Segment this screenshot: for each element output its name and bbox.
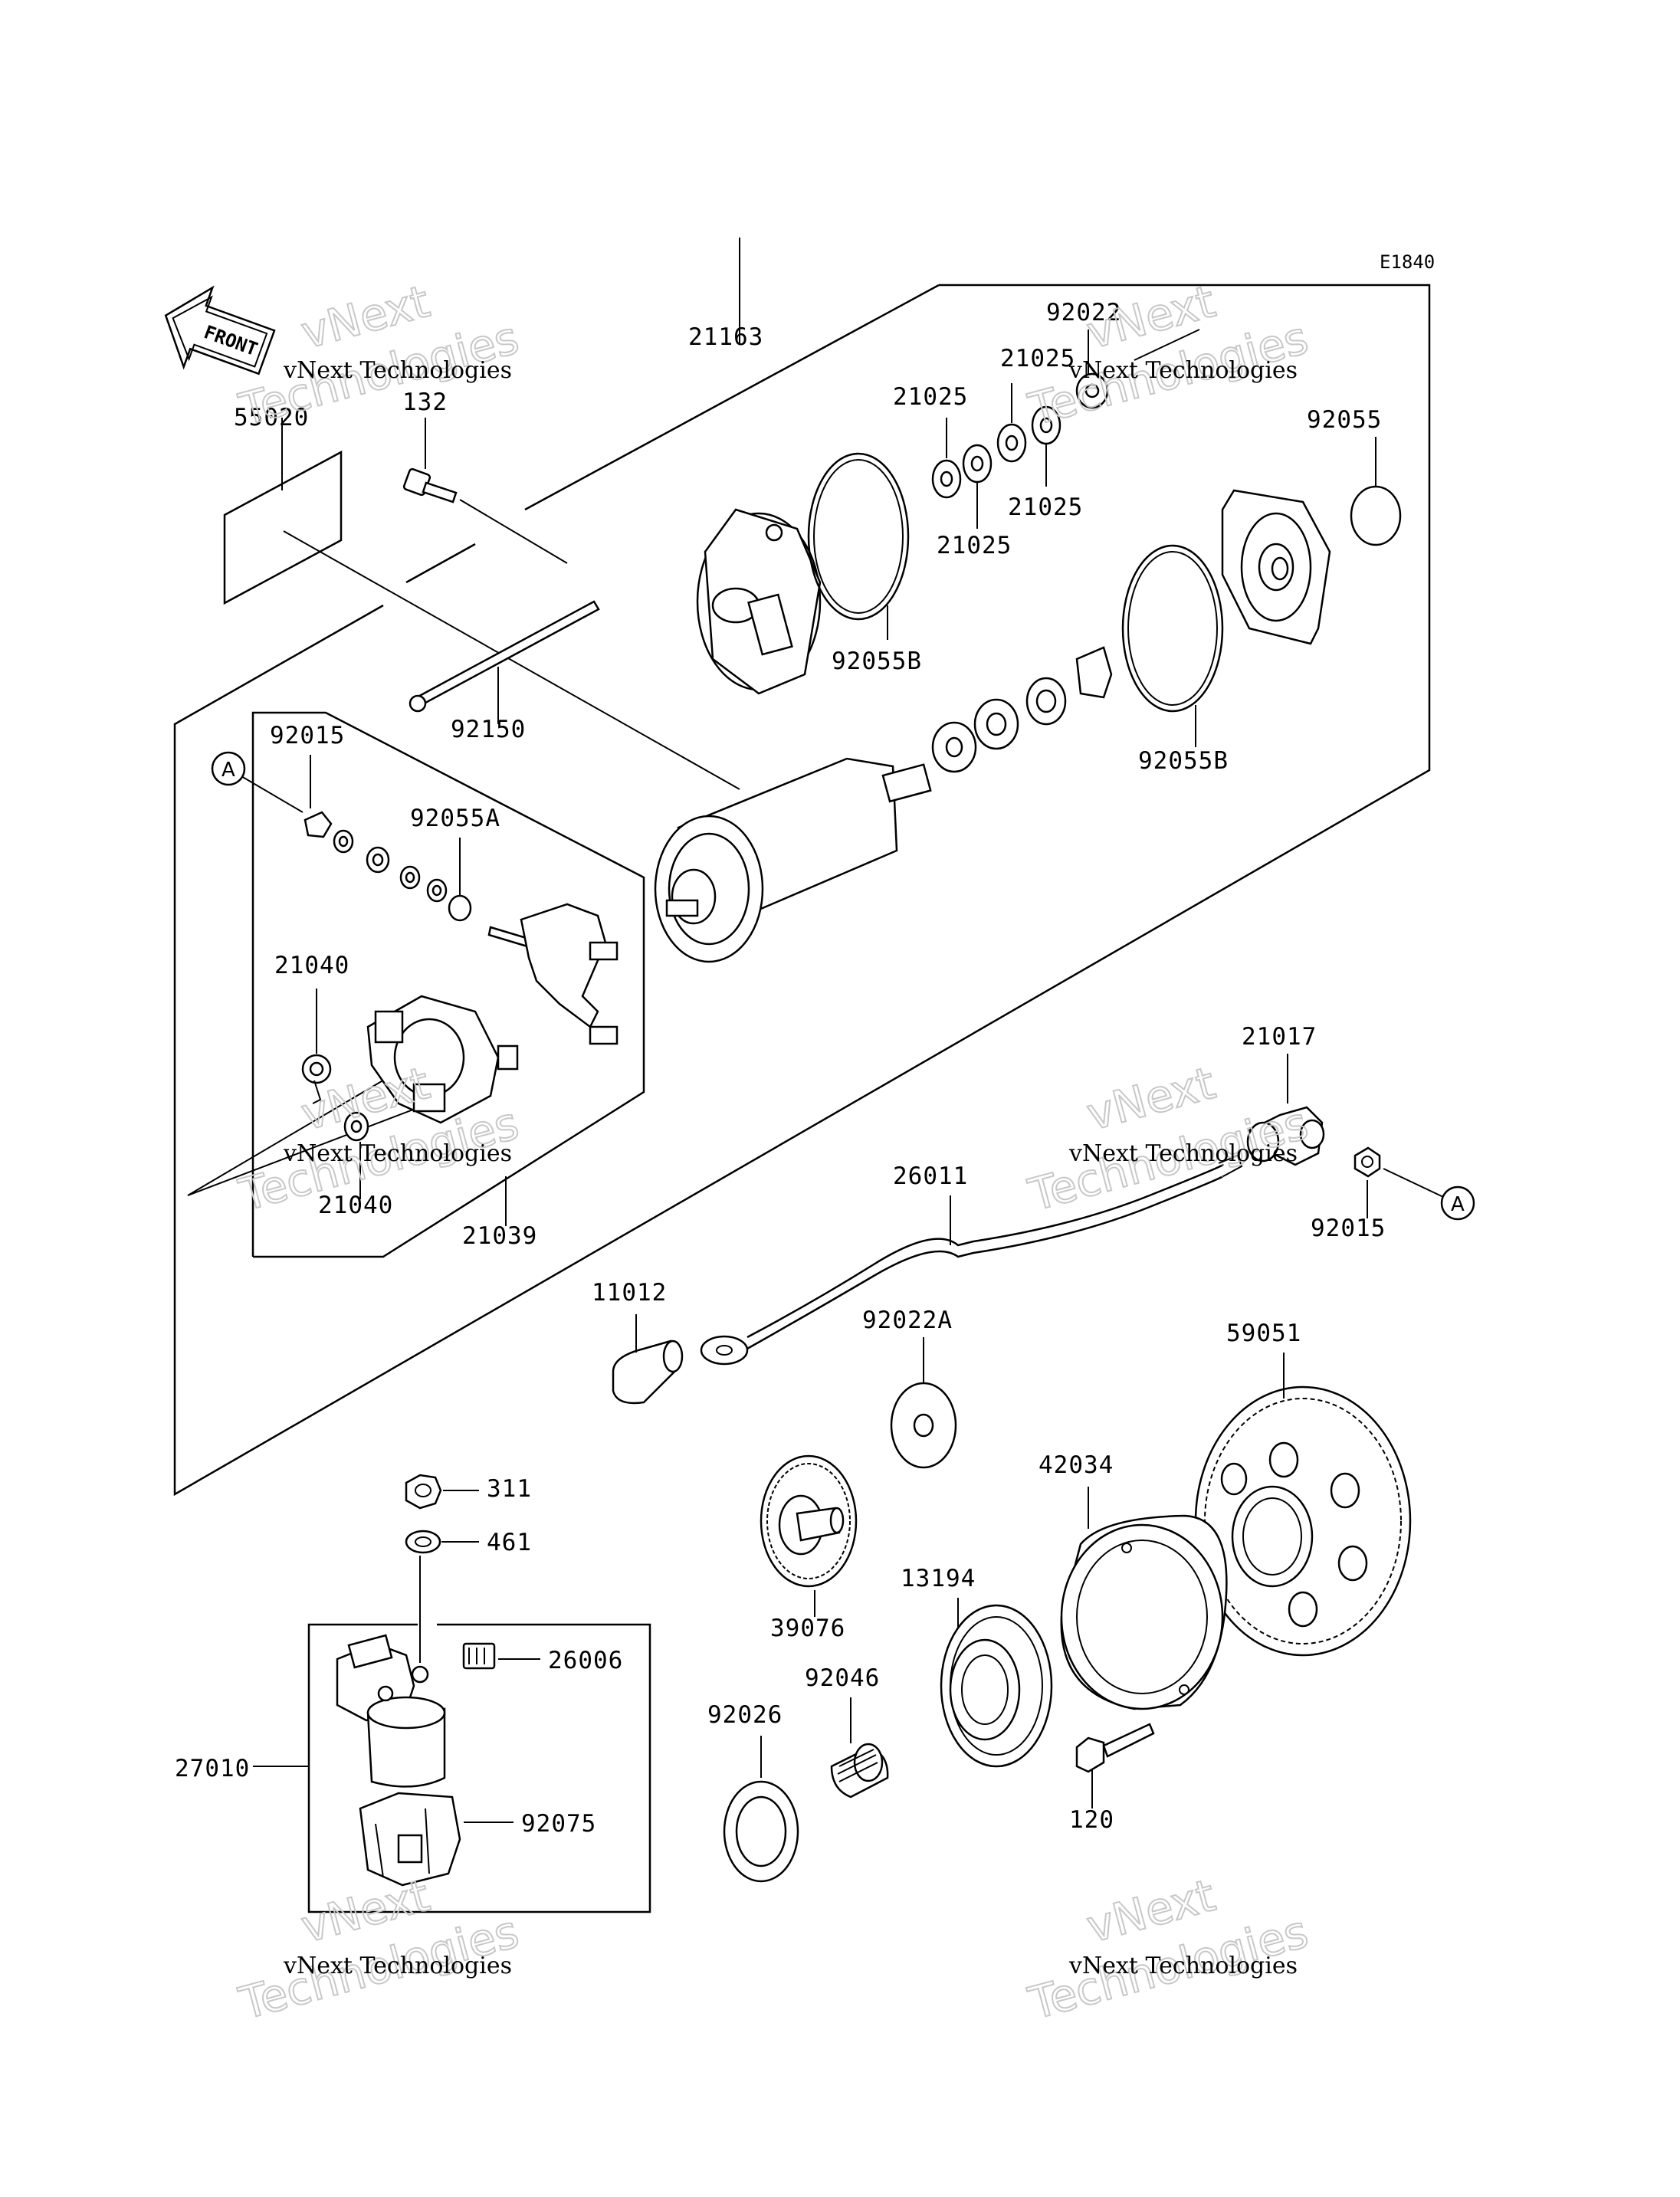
svg-text:vNext Technologies: vNext Technologies	[283, 1953, 512, 1979]
part-21025-bottom: 21025	[937, 532, 1012, 559]
bearing-92046-icon	[832, 1744, 888, 1797]
bolt-132-icon	[403, 468, 567, 563]
part-311: 311	[487, 1475, 532, 1503]
gear-59051-icon	[1196, 1387, 1410, 1655]
callout-line-a1	[241, 776, 303, 812]
part-21025-top: 21025	[1000, 345, 1075, 372]
part-92075: 92075	[521, 1810, 596, 1838]
gear-39076-icon	[761, 1456, 856, 1586]
front-arrow-icon: FRONT	[151, 276, 281, 392]
o-ring-92055B-front	[1123, 546, 1222, 711]
part-92015-right: 92015	[1311, 1215, 1386, 1242]
part-27010: 27010	[175, 1755, 250, 1782]
part-92055B-rear: 92055B	[832, 648, 922, 675]
relay-icon	[337, 1635, 445, 1786]
part-92055: 92055	[1307, 406, 1382, 434]
part-92022A: 92022A	[862, 1307, 953, 1334]
o-ring-92055B-rear-inner	[814, 460, 903, 613]
svg-text:vNext Technologies: vNext Technologies	[283, 1140, 512, 1167]
assembly-outline-top	[525, 285, 939, 510]
part-120: 120	[1069, 1806, 1114, 1834]
part-59051: 59051	[1226, 1320, 1301, 1347]
nut-92015-icon	[1355, 1148, 1380, 1176]
part-132: 132	[402, 389, 448, 416]
diagram-code: E1840	[1380, 251, 1435, 273]
part-11012: 11012	[592, 1279, 667, 1307]
part-39076: 39076	[770, 1615, 845, 1642]
watermark-5: vNext Technologies vNext Technologies	[234, 1869, 523, 2030]
svg-text:A: A	[1451, 1193, 1465, 1216]
shaft-washers	[933, 648, 1111, 772]
part-92150: 92150	[451, 716, 526, 743]
part-26011: 26011	[893, 1162, 968, 1190]
watermark-4: vNext Technologies vNext Technologies	[1023, 1057, 1313, 1221]
part-21025-right: 21025	[1008, 494, 1083, 521]
washer-92026-icon	[724, 1782, 798, 1881]
watermark-1: vNext Technologies vNext Technologies	[234, 275, 523, 436]
o-ring-92055	[1351, 487, 1400, 545]
callout-a-right: A	[1442, 1187, 1474, 1219]
svg-text:vNext Technologies: vNext Technologies	[283, 357, 512, 384]
part-42034: 42034	[1039, 1451, 1114, 1479]
svg-text:vNext Technologies: vNext Technologies	[1068, 1140, 1298, 1167]
clutch-13194-icon	[941, 1605, 1052, 1766]
part-21040-top: 21040	[274, 952, 349, 979]
part-92026: 92026	[707, 1701, 783, 1729]
part-21017: 21017	[1242, 1023, 1317, 1051]
part-13194: 13194	[901, 1565, 976, 1592]
front-cover-icon	[1222, 490, 1330, 644]
part-461: 461	[487, 1529, 532, 1556]
svg-text:vNext Technologies: vNext Technologies	[1068, 357, 1298, 384]
washer-461-icon	[406, 1531, 440, 1553]
washer-92022A-icon	[891, 1383, 956, 1467]
nut-311-icon	[406, 1475, 441, 1508]
svg-text:A: A	[221, 759, 235, 782]
bolt-120-icon	[1077, 1724, 1153, 1772]
part-92055B-front: 92055B	[1138, 747, 1229, 775]
clutch-42034-icon	[1061, 1516, 1227, 1709]
watermark-6: vNext Technologies vNext Technologies	[1023, 1869, 1313, 2030]
part-21025-left: 21025	[893, 383, 968, 411]
assembly-outline-dash	[406, 544, 475, 582]
rear-cover-icon	[697, 510, 820, 694]
part-21039: 21039	[462, 1222, 537, 1250]
o-ring-92055B-rear	[809, 454, 908, 619]
part-21163: 21163	[688, 323, 763, 351]
part-92015-left: 92015	[270, 722, 345, 749]
part-26006: 26006	[548, 1647, 623, 1674]
starter-motor-icon	[655, 759, 930, 962]
fuse-26006-icon	[464, 1644, 494, 1668]
part-92055A: 92055A	[410, 805, 500, 832]
o-ring-92055B-front-inner	[1128, 552, 1217, 705]
part-92046: 92046	[805, 1664, 880, 1692]
boot-11012-icon	[613, 1341, 682, 1403]
callout-a-left: A	[212, 753, 244, 785]
svg-text:vNext Technologies: vNext Technologies	[1068, 1953, 1298, 1979]
